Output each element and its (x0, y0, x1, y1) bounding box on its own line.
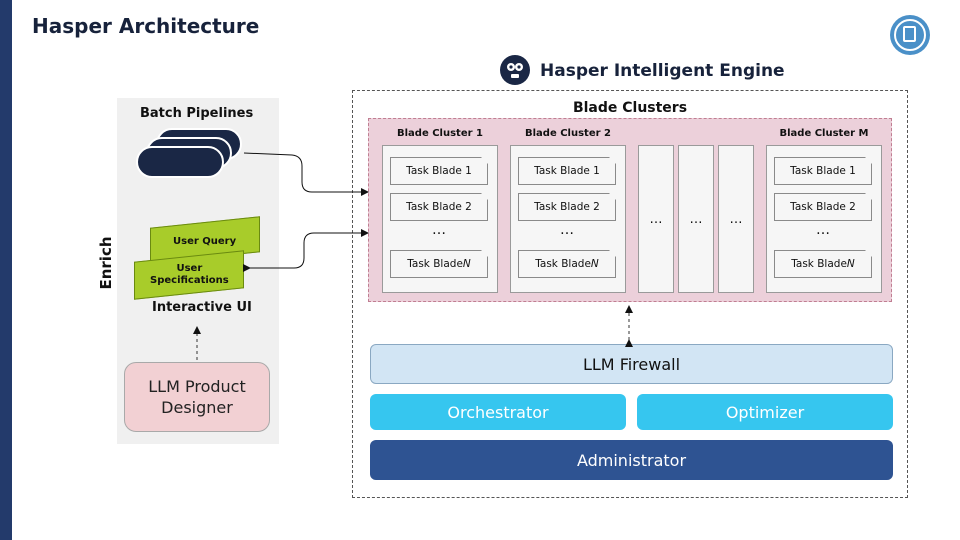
cluster-ellipsis-column: … (718, 145, 754, 293)
orchestrator-bar: Orchestrator (370, 394, 626, 430)
cluster-ellipsis-column: … (678, 145, 714, 293)
hasper-logo-doc-shape (903, 26, 916, 42)
task-blade: Task Blade 1 (518, 157, 616, 185)
pipeline-cylinder (136, 146, 224, 178)
blade-cluster-label: Blade Cluster 2 (525, 128, 611, 139)
blade-cluster-label: Blade Cluster 1 (397, 128, 483, 139)
interactive-ui-label: Interactive UI (152, 300, 252, 315)
task-blade: Task Blade 1 (774, 157, 872, 185)
administrator-bar: Administrator (370, 440, 893, 480)
engine-robot-icon (500, 55, 530, 85)
task-blade: Task Blade 1 (390, 157, 488, 185)
left-accent-bar (0, 0, 12, 540)
engine-title: Hasper Intelligent Engine (540, 61, 785, 81)
task-blade: Task Blade 2 (774, 193, 872, 221)
task-blade: Task Blade 2 (518, 193, 616, 221)
engine-boundary (352, 90, 908, 498)
ellipsis: … (689, 211, 703, 227)
cluster-ellipsis-column: … (638, 145, 674, 293)
llm-firewall-bar: LLM Firewall (370, 344, 893, 384)
ellipsis: … (432, 222, 446, 238)
task-blade: Task Blade N (774, 250, 872, 278)
batch-pipelines-label: Batch Pipelines (140, 106, 254, 121)
optimizer-bar: Optimizer (637, 394, 893, 430)
batch-to-clusters-connector (243, 152, 369, 196)
ellipsis: … (649, 211, 663, 227)
blade-cluster-label: Blade Cluster M (779, 128, 869, 139)
task-blade: Task Blade 2 (390, 193, 488, 221)
interactive-clusters-connector (243, 229, 369, 272)
page-title: Hasper Architecture (32, 14, 260, 38)
hasper-logo-ring (894, 19, 926, 51)
task-blade: Task Blade N (390, 250, 488, 278)
ellipsis: … (560, 222, 574, 238)
blade-clusters-title: Blade Clusters (572, 100, 688, 116)
ellipsis: … (816, 222, 830, 238)
task-blade: Task Blade N (518, 250, 616, 278)
ellipsis: … (729, 211, 743, 227)
